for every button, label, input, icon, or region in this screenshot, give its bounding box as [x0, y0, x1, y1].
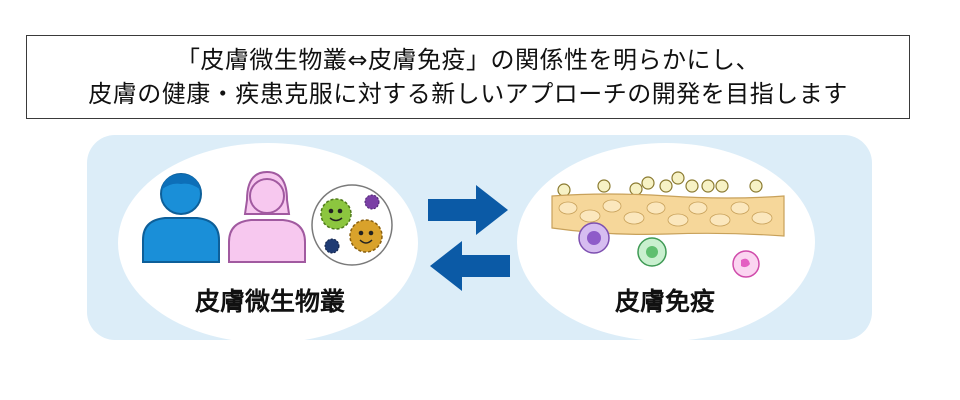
caption-box: 「皮膚微生物叢⇔皮膚免疫」の関係性を明らかにし、 皮膚の健康・疾患克服に対する新…: [26, 35, 910, 119]
male-person-icon: [142, 173, 220, 263]
navy-microbe-icon: [324, 238, 340, 254]
female-person-icon: [228, 170, 306, 263]
purple-microbe-icon: [364, 194, 380, 210]
skin-tissue-illustration: [551, 171, 785, 278]
surface-cells: [557, 171, 763, 197]
pink-immune-cell-icon: [732, 250, 760, 278]
left-arrow-icon: [430, 241, 510, 291]
caption-line-2: 皮膚の健康・疾患克服に対する新しいアプローチの開発を目指します: [88, 80, 848, 108]
microbiome-label: 皮膚微生物叢: [194, 287, 345, 316]
exchange-arrows: [428, 185, 510, 291]
right-arrow-icon: [428, 185, 508, 235]
caption-line-1: 「皮膚微生物叢⇔皮膚免疫」の関係性を明らかにし、: [175, 46, 761, 74]
green-microbe-icon: [320, 198, 352, 230]
orange-microbe-icon: [349, 219, 383, 253]
microbes-illustration: [311, 184, 393, 266]
immunity-label: 皮膚免疫: [614, 287, 715, 316]
purple-immune-cell-icon: [578, 222, 610, 254]
green-immune-cell-icon: [637, 237, 667, 267]
people-illustration: [142, 170, 306, 263]
immunity-oval: [517, 143, 815, 341]
